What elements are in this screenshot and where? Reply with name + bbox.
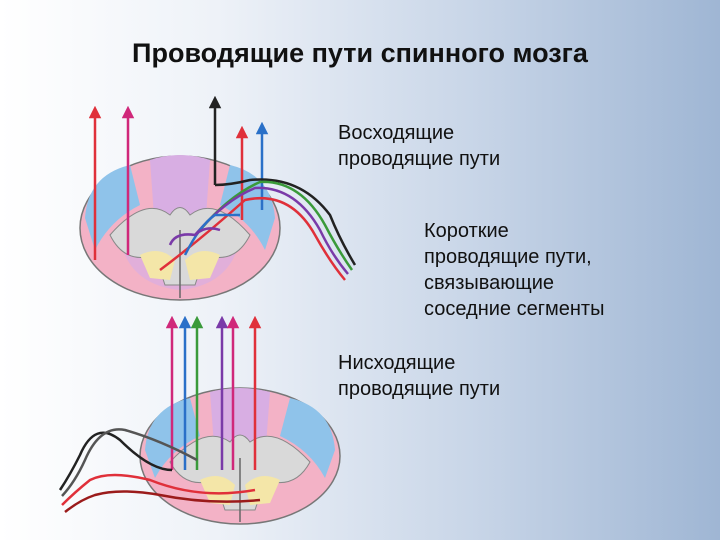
lower-cord-section [140, 388, 340, 524]
upper-cord-section [80, 155, 280, 300]
